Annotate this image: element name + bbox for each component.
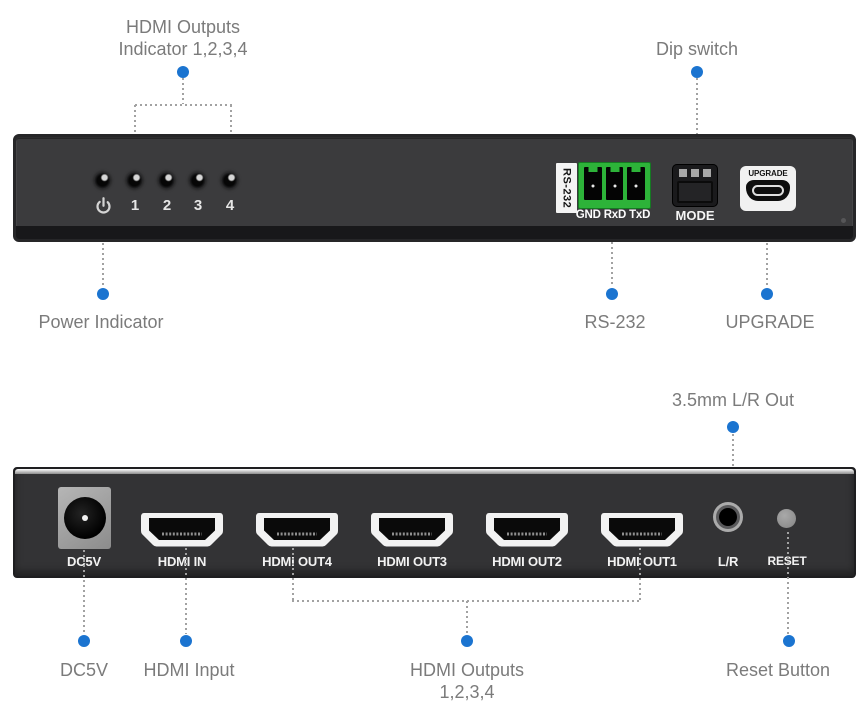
dc-power-jack (58, 487, 111, 549)
callout-line: HDMI Outputs (409, 660, 525, 680)
leader-dot (97, 288, 109, 300)
mode-dip-switch (672, 164, 718, 207)
rear-panel-edge (15, 469, 854, 474)
callout-line: Indicator 1,2,3,4 (118, 39, 248, 59)
callout-rs232: RS-232 (515, 311, 715, 333)
port-label-hdmi-out4: HDMI OUT4 (262, 554, 332, 569)
port-label-hdmi-out1: HDMI OUT1 (607, 554, 677, 569)
leader-line (466, 601, 468, 634)
callout-line: RS-232 (584, 312, 646, 332)
callout-upgrade: UPGRADE (670, 311, 868, 333)
callout-line: HDMI Outputs (125, 17, 241, 37)
leader-dot (606, 288, 618, 300)
callout-dip-switch: Dip switch (617, 38, 777, 60)
callout-hdmi-input: HDMI Input (109, 659, 269, 681)
port-label-hdmi-out2: HDMI OUT2 (492, 554, 562, 569)
callout-line: Reset Button (725, 660, 831, 680)
callout-line: HDMI Input (143, 660, 235, 680)
led-number: 1 (130, 197, 140, 214)
leader-line (292, 548, 294, 601)
rs232-vertical-label: RS-232 (556, 163, 577, 213)
upgrade-port-plate: UPGRADE (740, 166, 796, 211)
upgrade-label: UPGRADE (748, 169, 788, 178)
leader-dot (761, 288, 773, 300)
leader-dot (177, 66, 189, 78)
leader-line (102, 213, 104, 287)
audio-jack-hole (719, 508, 737, 526)
micro-usb-tongue (752, 185, 784, 196)
callout-power-indicator: Power Indicator (1, 311, 201, 333)
port-label-hdmi-out3: HDMI OUT3 (377, 554, 447, 569)
callout-hdmi-outputs: HDMI Outputs 1,2,3,4 (367, 659, 567, 703)
mode-label: MODE (675, 208, 715, 223)
hdmi-in-port (141, 513, 223, 547)
led-number: 2 (162, 197, 172, 214)
rs232-pin-labels: GND RxD TxD (575, 209, 651, 221)
reset-button (777, 509, 796, 528)
dip-switch-recess (677, 181, 713, 203)
output-led-4 (221, 172, 238, 189)
hdmi-out3-port (371, 513, 453, 547)
hdmi-out4-port (256, 513, 338, 547)
callout-dc5v: DC5V (24, 659, 144, 681)
callout-hdmi-outputs-indicator: HDMI Outputs Indicator 1,2,3,4 (63, 16, 303, 60)
leader-line (185, 548, 187, 634)
leader-dot (461, 635, 473, 647)
dip-switch-pin (703, 169, 711, 177)
power-symbol-icon (96, 197, 111, 214)
leader-dot (727, 421, 739, 433)
terminal-pin-txd (627, 167, 646, 200)
dc-jack-pin (81, 515, 88, 521)
dip-switch-pin (691, 169, 699, 177)
leader-dot (180, 635, 192, 647)
leader-line (766, 213, 768, 287)
output-led-3 (189, 172, 206, 189)
callout-line: 1,2,3,4 (439, 682, 495, 702)
terminal-pin-rxd (605, 167, 624, 200)
screw (841, 218, 846, 223)
callout-line: Dip switch (655, 39, 739, 59)
rs232-terminal-block (578, 162, 651, 209)
hdmi-out1-port (601, 513, 683, 547)
port-label-lr: L/R (717, 554, 739, 569)
power-led (94, 172, 111, 189)
callout-line: UPGRADE (725, 312, 815, 332)
output-led-2 (158, 172, 175, 189)
hdmi-out2-port (486, 513, 568, 547)
callout-lr-out: 3.5mm L/R Out (633, 389, 833, 411)
callout-line: 3.5mm L/R Out (671, 390, 795, 410)
output-led-1 (126, 172, 143, 189)
leader-line (611, 222, 613, 287)
terminal-pin-gnd (584, 167, 602, 200)
front-panel: 1 2 3 4 RS-232 GND RxD TxD MODE UPGRADE (13, 134, 856, 242)
led-number: 3 (193, 197, 203, 214)
leader-dot (783, 635, 795, 647)
dc-jack-hole (63, 497, 106, 539)
leader-dot (78, 635, 90, 647)
leader-line (696, 78, 698, 162)
leader-dot (691, 66, 703, 78)
callout-line: DC5V (59, 660, 108, 680)
leader-line (787, 532, 789, 634)
leader-line (83, 550, 85, 634)
led-number: 4 (225, 197, 235, 214)
front-panel-base (16, 226, 853, 239)
leader-line (182, 78, 184, 104)
callout-reset-button: Reset Button (688, 659, 868, 681)
dip-switch-pin (679, 169, 687, 177)
port-label-hdmi-in: HDMI IN (157, 554, 207, 569)
audio-jack (713, 502, 743, 532)
callout-line: Power Indicator (38, 312, 164, 332)
leader-line (135, 104, 232, 106)
rear-panel: DC5V HDMI IN HDMI OUT4 HDMI OUT3 HDMI OU… (13, 467, 856, 578)
micro-usb-port (746, 180, 790, 201)
leader-line (639, 548, 641, 601)
